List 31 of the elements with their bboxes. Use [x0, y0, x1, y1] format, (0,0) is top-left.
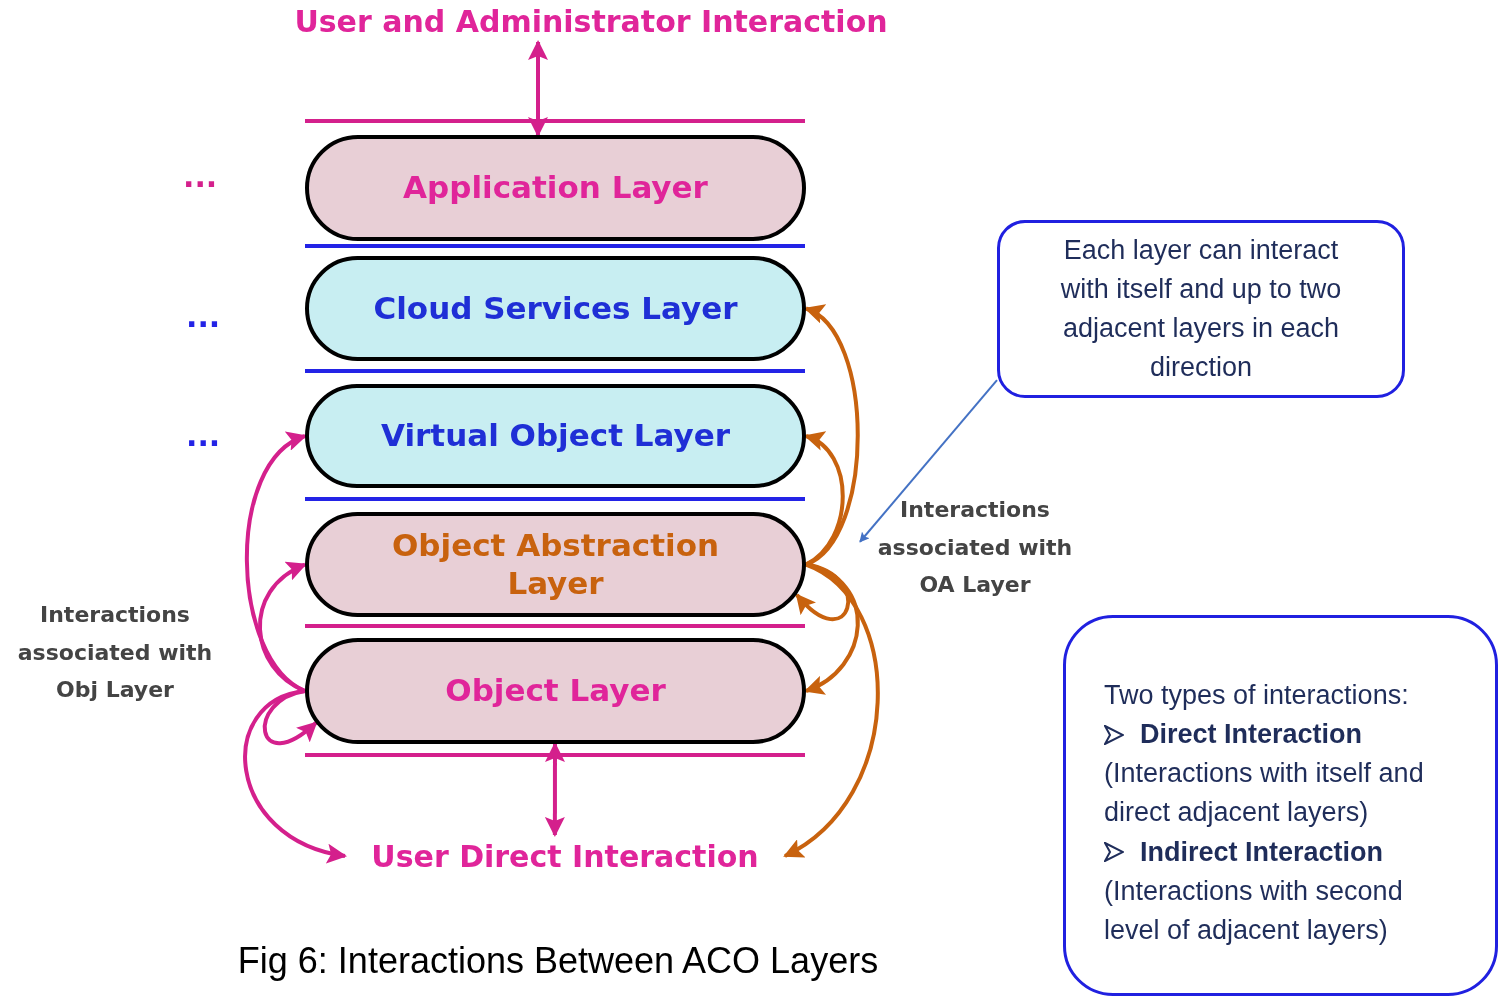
note-text: Each layer can interact with itself and up to two adjacent layers in each direction: [1059, 233, 1343, 385]
heading-text: User Direct Interaction: [371, 838, 759, 874]
layer-pill: [305, 512, 806, 617]
arrow: [795, 562, 851, 621]
ellipsis-mark: ...: [186, 421, 221, 451]
layer-name: Application Layer: [403, 169, 708, 207]
arrow: [258, 562, 307, 693]
legend-description: (Interactions with itself and direct adjacent layers): [1104, 757, 1425, 830]
heading-text: User and Administrator Interaction: [294, 3, 888, 39]
double-arrow: [544, 742, 565, 837]
layer-pill: [305, 638, 806, 744]
layer-name: Cloud Services Layer: [373, 289, 738, 328]
arrow: [804, 562, 860, 693]
double-arrow: [528, 40, 549, 137]
note-box: [997, 220, 1405, 398]
arrow: [243, 689, 347, 862]
legend-heading: Two types of interactions:: [1104, 679, 1409, 712]
caption: Fig 6: Interactions Between ACO Layers: [236, 940, 880, 982]
arrow: [804, 306, 860, 567]
layer-name: Virtual Object Layer: [381, 417, 730, 455]
annotation-text: Interactions associated with OA Layer: [876, 496, 1074, 600]
legend-item: Indirect Interaction: [1140, 835, 1384, 869]
legend-box: [1063, 615, 1498, 996]
legend-description: (Interactions with second level of adjacent layers): [1104, 874, 1404, 947]
layer-name: Object Layer: [445, 672, 666, 710]
legend-item: Direct Interaction: [1140, 718, 1363, 752]
layer-name: Object Abstraction Layer: [391, 527, 720, 602]
arrow: [859, 379, 998, 543]
ellipsis-mark: ...: [183, 162, 218, 192]
ellipsis-mark: ...: [186, 302, 221, 332]
annotation-text: Interactions associated with Obj Layer: [16, 601, 214, 705]
